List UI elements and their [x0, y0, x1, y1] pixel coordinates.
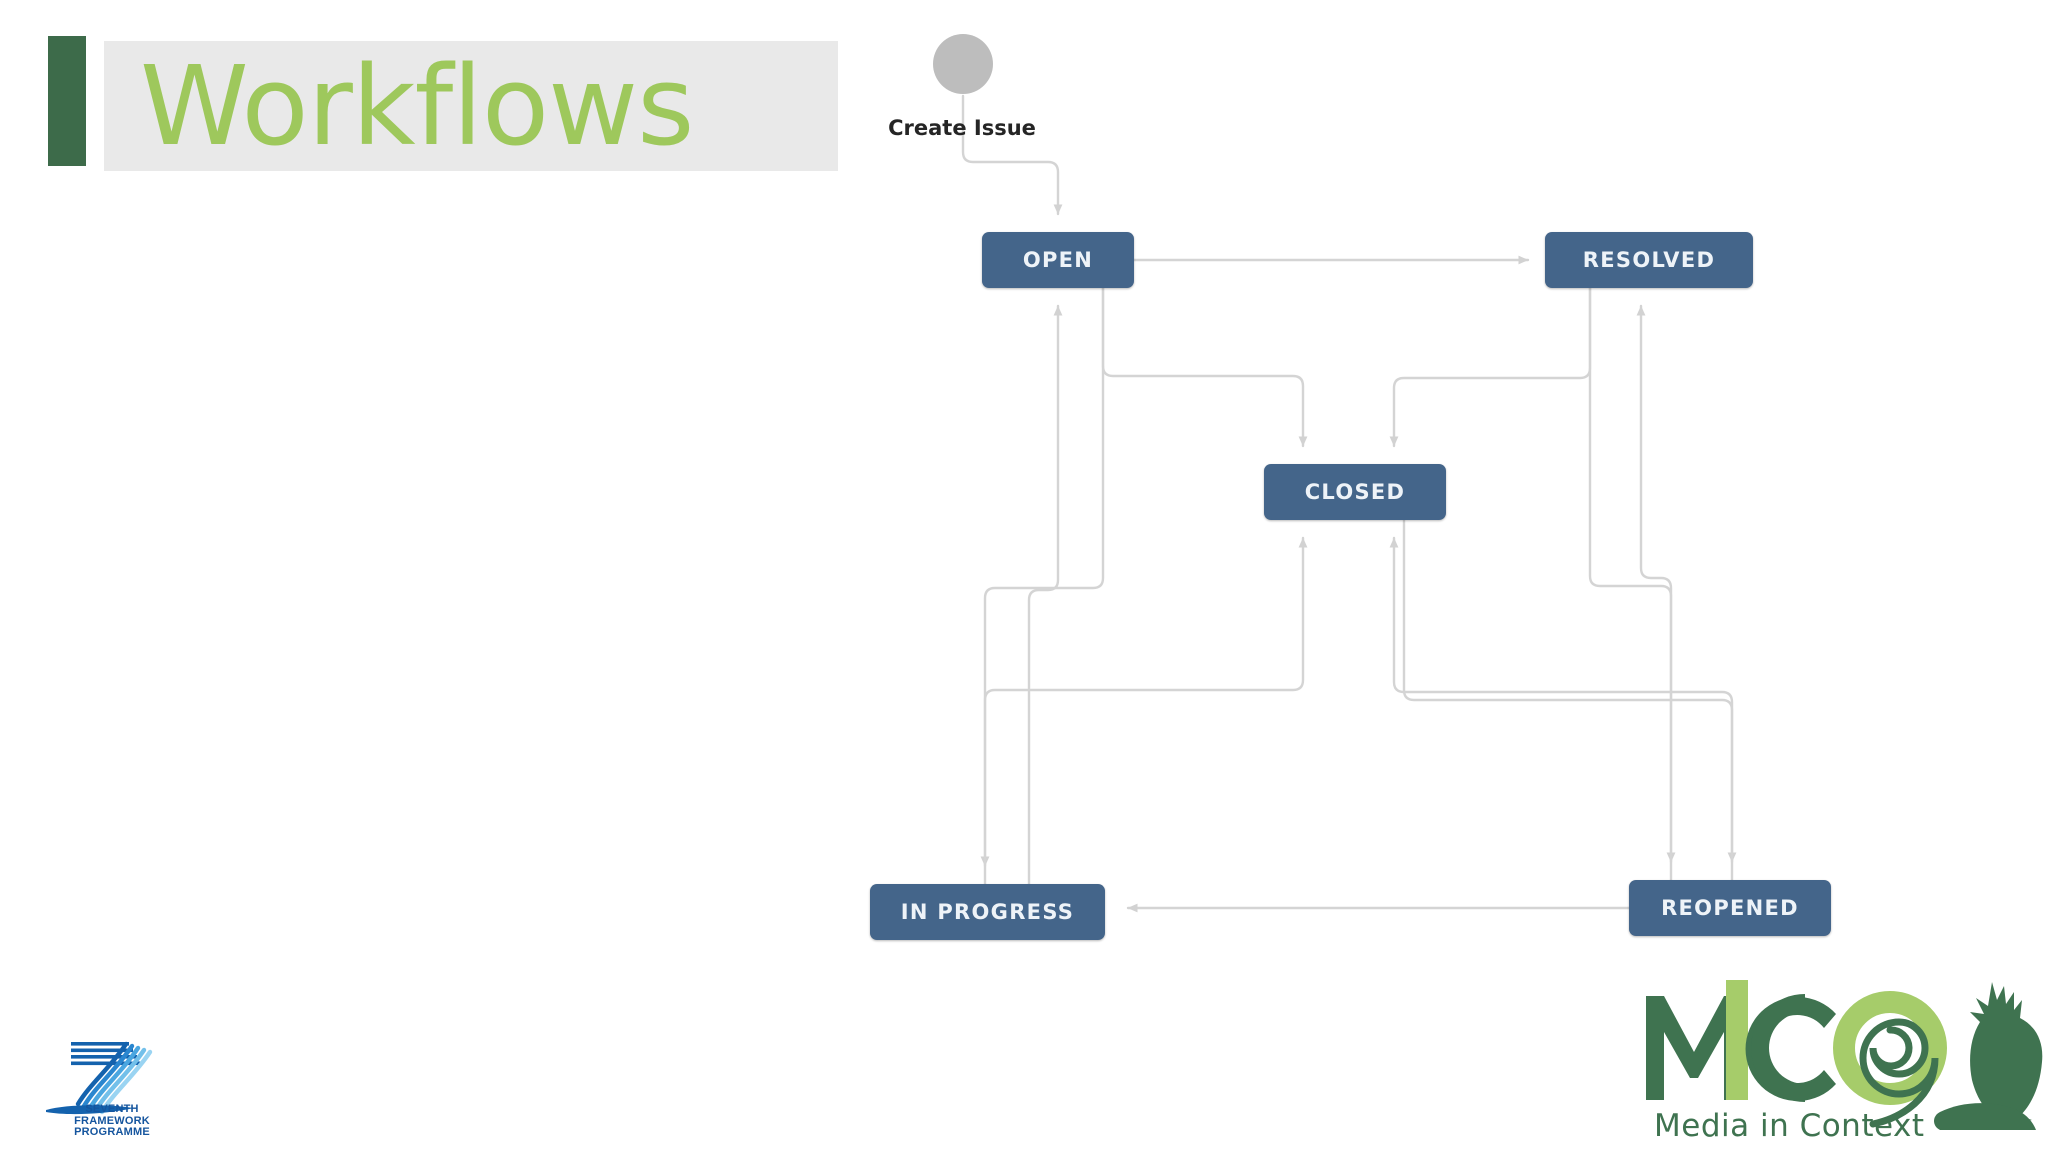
fp7-logo-text: SEVENTH FRAMEWORK PROGRAMME [48, 1103, 176, 1139]
edge-resolved-to-reopened [1588, 286, 1676, 864]
mico-spiral-tail [1859, 1018, 1939, 1128]
mico-letter-m [1646, 996, 1742, 1100]
page-title: Workflows [140, 42, 694, 170]
seventh-framework-programme-logo: SEVENTH FRAMEWORK PROGRAMME [38, 1020, 178, 1138]
start-node-label: Create Issue [888, 116, 1036, 140]
edge-start-to-open [961, 94, 1063, 216]
edge-in-progress-to-closed [983, 536, 1308, 886]
mico-monkey-silhouette [1934, 982, 2043, 1130]
edge-open-to-closed [1101, 286, 1308, 448]
edge-resolved-to-closed [1389, 286, 1592, 448]
mico-tagline: Media in Context [1654, 1108, 1925, 1144]
edge-reopened-to-resolved [1636, 304, 1673, 882]
edge-in-progress-to-open [1027, 304, 1063, 886]
mico-logo-graphic [1646, 980, 2043, 1130]
mico-letter-i [1726, 980, 1748, 1100]
state-node-closed[interactable]: CLOSED [1264, 464, 1446, 520]
start-node-circle[interactable] [933, 34, 993, 94]
state-node-in-progress[interactable]: IN PROGRESS [870, 884, 1105, 940]
fp7-seven-icon [46, 1041, 153, 1115]
edge-open-to-in-progress [980, 286, 1105, 868]
fp7-logo-line1: SEVENTH FRAMEWORK [74, 1103, 150, 1127]
title-accent-bar [48, 36, 86, 166]
state-node-reopened[interactable]: REOPENED [1629, 880, 1831, 936]
mico-logo: Media in Context [1640, 960, 2048, 1152]
state-node-resolved[interactable]: RESOLVED [1545, 232, 1753, 288]
fp7-logo-line2: PROGRAMME [74, 1126, 150, 1139]
slide-title-area: Workflows [0, 0, 900, 190]
title-band [104, 41, 838, 171]
edge-reopened-to-closed [1389, 536, 1734, 882]
state-node-open[interactable]: OPEN [982, 232, 1134, 288]
